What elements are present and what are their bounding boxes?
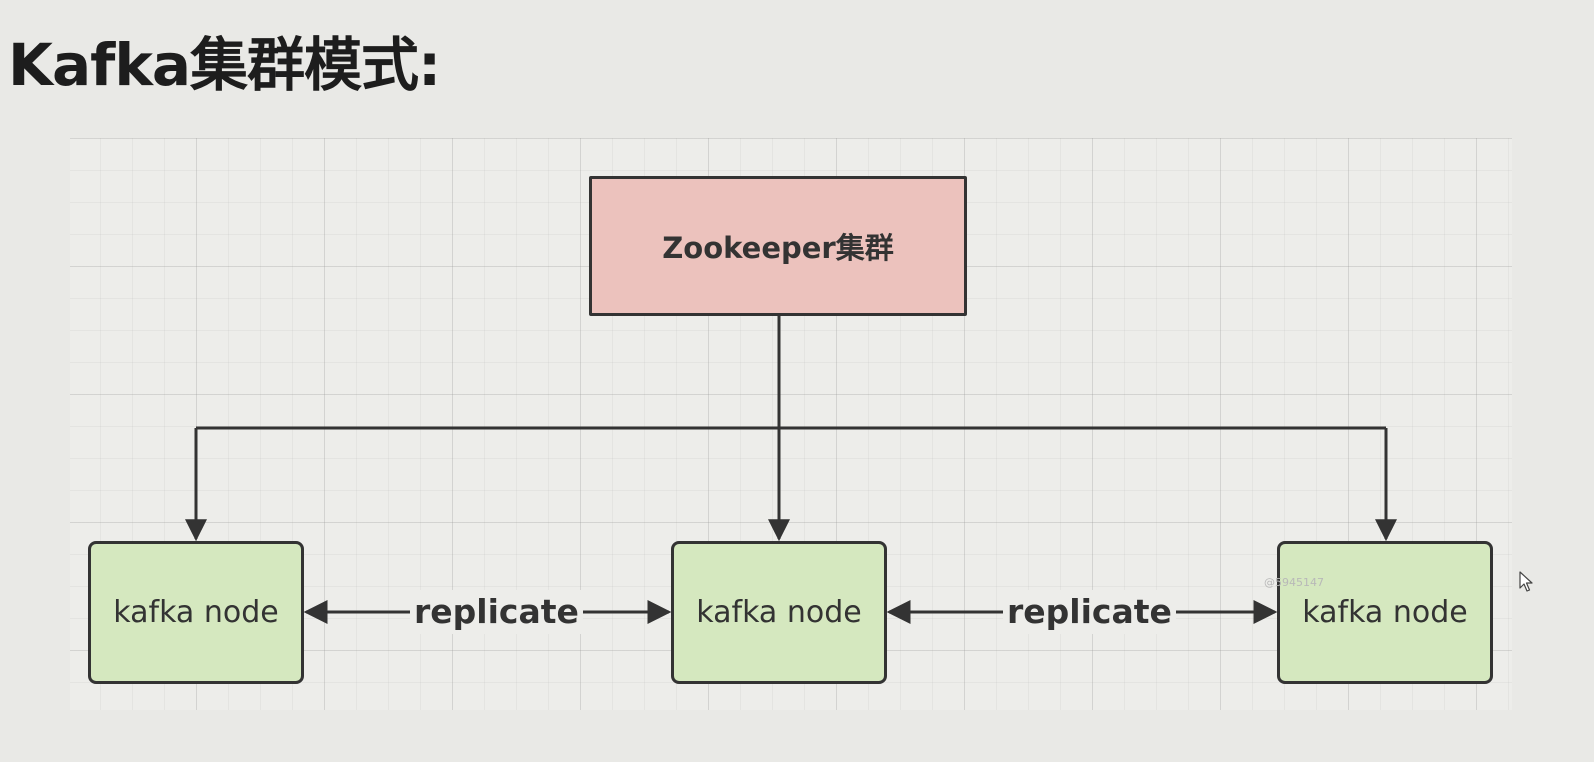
zookeeper-cluster-label: Zookeeper集群 <box>662 231 894 265</box>
replicate-label-2: replicate <box>1003 590 1176 634</box>
replicate-label-1: replicate <box>410 590 583 634</box>
kafka-node-2: kafka node <box>671 541 887 684</box>
kafka-node-1: kafka node <box>88 541 304 684</box>
kafka-node-label: kafka node <box>113 595 279 630</box>
kafka-node-3: kafka node <box>1277 541 1493 684</box>
kafka-node-label: kafka node <box>1302 595 1468 630</box>
kafka-node-label: kafka node <box>696 595 862 630</box>
watermark-text: @5945147 <box>1264 576 1324 589</box>
mouse-cursor-icon <box>1519 571 1533 592</box>
zookeeper-cluster-box: Zookeeper集群 <box>589 176 967 316</box>
page-title: Kafka集群模式: <box>8 31 441 99</box>
